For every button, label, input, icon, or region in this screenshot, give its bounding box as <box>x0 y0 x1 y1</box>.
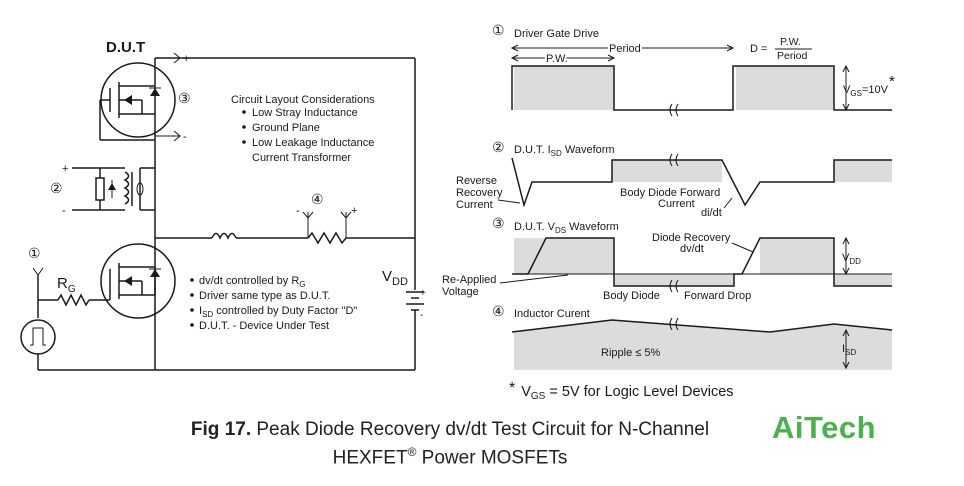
svg-text:③: ③ <box>492 215 505 231</box>
inductor-symbol <box>211 232 237 240</box>
gate-resistor-symbol <box>57 293 90 307</box>
waveform-isd: ② D.U.T. ISD Waveform Reverse Recovery C… <box>456 139 892 219</box>
svg-text:P.W.: P.W. <box>780 36 801 48</box>
svg-text:②: ② <box>492 139 505 155</box>
svg-text:dv/dt: dv/dt <box>680 243 704 255</box>
caption-line-2: HEXFET <box>332 447 408 469</box>
svg-text:Period: Period <box>777 50 808 62</box>
terminal-plus-top <box>155 52 181 64</box>
dut-mosfet-symbol <box>99 58 176 170</box>
registered-mark: ® <box>407 445 417 459</box>
svg-text:Re-Applied: Re-Applied <box>442 274 496 286</box>
svg-text:Ripple ≤ 5%: Ripple ≤ 5% <box>601 347 660 359</box>
caption-fig-number: Fig 17. <box>190 419 252 440</box>
svg-text:-: - <box>62 205 66 217</box>
svg-text:D.U.T. ISD Waveform: D.U.T. ISD Waveform <box>514 144 615 158</box>
caption-line-2-end: Power MOSFETs <box>416 447 568 469</box>
svg-text:Recovery: Recovery <box>456 187 503 199</box>
resistor-callout-4: ④ <box>311 191 324 207</box>
svg-text:Body Diode: Body Diode <box>603 290 660 302</box>
waveform-diagram: ① Driver Gate Drive P.W. Period D = P.W.… <box>442 22 895 402</box>
svg-text:di/dt: di/dt <box>701 207 722 219</box>
current-transformer <box>72 167 156 211</box>
circuit-notes: dv/dt controlled by RG Driver same type … <box>190 275 357 332</box>
circuit-schematic: D.U.T + - <box>20 39 426 371</box>
svg-text:Forward Drop: Forward Drop <box>684 290 751 302</box>
vdd-supply-symbol <box>406 291 424 318</box>
svg-text:dv/dt controlled by RG: dv/dt controlled by RG <box>199 275 306 289</box>
svg-text:Ground Plane: Ground Plane <box>252 122 320 134</box>
svg-text:*: * <box>889 73 895 90</box>
svg-text:Diode Recovery: Diode Recovery <box>652 232 731 244</box>
svg-text:Body Diode Forward: Body Diode Forward <box>620 187 720 199</box>
figure-caption: Fig 17. Peak Diode Recovery dv/dt Test C… <box>170 418 730 469</box>
svg-text:VGS=10V: VGS=10V <box>843 84 889 98</box>
caption-line-1: Peak Diode Recovery dv/dt Test Circuit f… <box>251 419 710 440</box>
svg-text:Current: Current <box>456 199 493 211</box>
gate-callout-1: ① <box>28 245 41 261</box>
aitech-logo: AiTech <box>772 410 877 445</box>
svg-text:D =: D = <box>750 43 767 55</box>
svg-text:Low Leakage Inductance: Low Leakage Inductance <box>252 137 374 149</box>
svg-text:Period: Period <box>609 43 641 55</box>
svg-text:-: - <box>183 131 187 143</box>
svg-text:+: + <box>420 288 426 299</box>
svg-text:+: + <box>183 53 189 65</box>
driver-mosfet-symbol <box>100 243 176 319</box>
dut-label: D.U.T <box>106 39 145 56</box>
svg-text:Voltage: Voltage <box>442 286 479 298</box>
rg-label: RG <box>57 275 76 295</box>
svg-text:+: + <box>62 163 68 175</box>
pulse-generator-symbol <box>20 319 56 355</box>
svg-text:④: ④ <box>492 303 505 319</box>
sense-resistor-symbol <box>307 231 347 245</box>
svg-text:Driver Gate Drive: Driver Gate Drive <box>514 28 599 40</box>
footnote: *VGS = 5V for Logic Level Devices <box>509 380 734 402</box>
vdd-label: VDD <box>382 268 408 288</box>
waveform-gate-drive: ① Driver Gate Drive P.W. Period D = P.W.… <box>492 22 895 117</box>
svg-text:+: + <box>351 205 357 217</box>
waveform-vds: ③ D.U.T. VDS Waveform Diode Recovery dv/… <box>442 215 892 302</box>
svg-text:ISD controlled by Duty Factor: ISD controlled by Duty Factor "D" <box>199 305 357 319</box>
svg-text:Reverse: Reverse <box>456 175 497 187</box>
svg-text:Driver same type as D.U.T.: Driver same type as D.U.T. <box>199 290 330 302</box>
svg-text:-: - <box>420 310 423 321</box>
svg-text:D.U.T. VDS Waveform: D.U.T. VDS Waveform <box>514 221 619 235</box>
layout-considerations: Circuit Layout Considerations Low Stray … <box>231 94 375 164</box>
terminal-minus-top <box>155 130 181 142</box>
svg-text:Low Stray Inductance: Low Stray Inductance <box>252 107 358 119</box>
svg-text:D.U.T. - Device Under Test: D.U.T. - Device Under Test <box>199 320 329 332</box>
svg-text:P.W.: P.W. <box>546 53 568 65</box>
svg-text:①: ① <box>492 22 505 38</box>
svg-text:ISD: ISD <box>842 343 856 357</box>
ct-callout-2: ② <box>50 180 63 196</box>
svg-text:Inductor Curent: Inductor Curent <box>514 308 590 320</box>
svg-text:Circuit Layout Considerations: Circuit Layout Considerations <box>231 94 375 106</box>
svg-text:VDD: VDD <box>842 252 861 266</box>
dut-callout-3: ③ <box>178 90 191 106</box>
svg-text:-: - <box>296 205 300 217</box>
svg-text:Current: Current <box>658 198 695 210</box>
svg-text:Current Transformer: Current Transformer <box>252 152 351 164</box>
waveform-inductor-current: ④ Inductor Curent Ripple ≤ 5% ISD <box>492 303 893 370</box>
